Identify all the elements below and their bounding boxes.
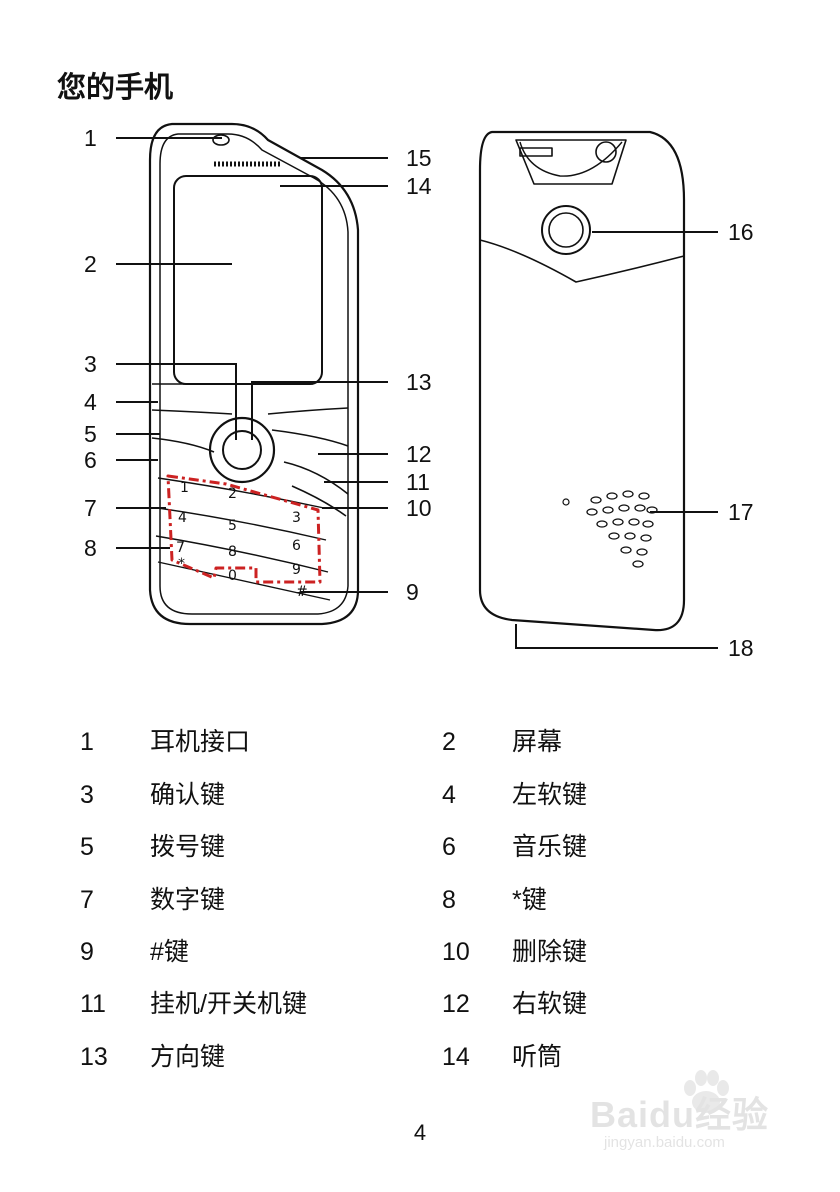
callout-3: 3 [84,351,97,377]
legend-number: 13 [80,1043,108,1071]
callout-2: 2 [84,251,97,277]
legend-number: 5 [80,833,94,861]
headset-jack [212,134,230,146]
legend-label: 屏幕 [512,728,563,756]
callout-8: 8 [84,535,97,561]
callout-9: 9 [406,579,419,605]
legend-number: 4 [442,781,456,809]
legend-number: 8 [442,886,456,914]
callout-18: 18 [728,635,754,661]
front-outer-body [148,122,360,626]
key-4: 4 [178,510,187,526]
legend-label: 右软键 [512,990,588,1018]
legend-label: 左软键 [512,781,588,809]
key-3: 3 [292,510,301,526]
phone-back-view [478,130,686,632]
legend-label: 数字键 [150,886,226,914]
callout-5: 5 [84,421,97,447]
legend-label: 确认键 [150,781,226,809]
phone-diagram: 1 2 3 4 5 6 7 8 9 * 0 # [84,122,754,661]
ok-key [222,430,262,470]
back-outer-body [478,130,686,632]
legend-label: 挂机/开关机键 [150,990,307,1018]
back-headset-port [595,141,617,163]
callout-10: 10 [406,495,432,521]
legend-number: 3 [80,781,94,809]
legend-label: 拨号键 [150,833,226,861]
mic-hole [562,498,570,506]
loudspeaker-holes [586,490,658,568]
callout-6: 6 [84,447,97,473]
end-key-outline [283,461,349,517]
legend-label: *键 [512,886,547,914]
legend-number: 10 [442,938,470,966]
callout-1: 1 [84,125,97,151]
key-0: 0 [228,568,237,584]
key-5: 5 [228,518,237,534]
legend-label: 听筒 [512,1043,563,1071]
legend-number: 11 [80,990,106,1018]
key-7: 7 [176,540,185,556]
back-top-detail [519,141,623,177]
camera-outer [541,205,591,255]
legend-number: 2 [442,728,456,756]
front-screen [173,175,323,385]
keypad-rows [155,477,331,601]
callout-4: 4 [84,389,97,415]
callout-17: 17 [728,499,754,525]
key-9: 9 [292,562,301,578]
callout-11: 11 [406,469,430,495]
legend-number: 14 [442,1043,470,1071]
callout-lines [116,137,718,649]
legend-label: 音乐键 [512,833,588,861]
front-inner-bezel [159,133,349,615]
legend-label: 方向键 [150,1043,226,1071]
nav-key-ring [208,416,276,484]
key-2: 2 [228,486,237,502]
legend-label: 删除键 [512,938,588,966]
phone-front-view [148,122,360,626]
camera-lens [548,212,584,248]
right-soft-key-outline [267,407,349,447]
callout-12: 12 [406,441,432,467]
key-6: 6 [292,538,301,554]
legend-number: 1 [80,728,94,756]
key-star: * [178,556,185,572]
watermark-url: jingyan.baidu.com [604,1134,725,1151]
keypad-highlight [166,474,322,584]
watermark-brand: Baidu经验 [590,1094,770,1135]
page-title: 您的手机 [57,72,174,104]
key-1: 1 [180,480,189,496]
legend-number: 6 [442,833,456,861]
legend-label: 耳机接口 [150,728,251,756]
left-soft-key-outline [151,383,233,415]
watermark-logo: Baidu经验 jingyan.baidu.com [590,1068,790,1168]
callout-numbers: 1 2 3 4 5 6 7 8 9 10 11 12 13 14 15 16 1… [84,125,754,661]
page-number: 4 [413,1120,427,1145]
back-cover-seam [479,239,685,283]
callout-15: 15 [406,145,432,171]
legend-number: 7 [80,886,94,914]
legend-number: 12 [442,990,470,1018]
paw-icon [684,1070,729,1113]
callout-13: 13 [406,369,432,395]
callout-7: 7 [84,495,97,521]
dial-key-outline [151,437,215,453]
back-charger-port [519,147,553,157]
back-top-cap [515,139,627,185]
legend-label: #键 [150,938,189,966]
callout-14: 14 [406,173,432,199]
callout-16: 16 [728,219,754,245]
legend-number: 9 [80,938,94,966]
key-8: 8 [228,544,237,560]
